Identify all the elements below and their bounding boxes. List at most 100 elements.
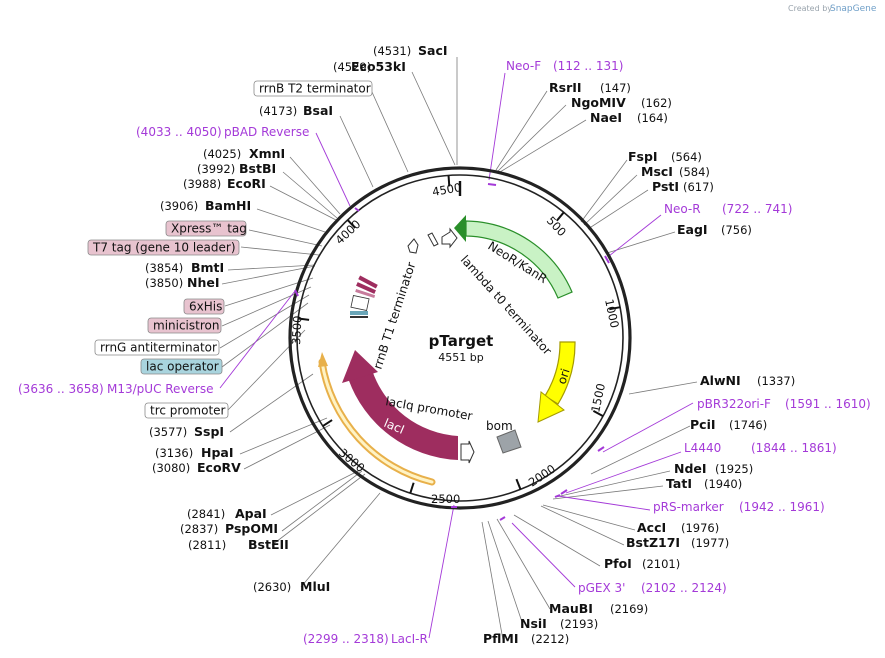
enzyme-site[interactable]: EagI(756) [677, 222, 752, 237]
enzyme-site[interactable]: (2811)BstEII [188, 537, 289, 552]
enzyme-position: (3850) [145, 276, 183, 290]
enzyme-site[interactable]: (3854) BmtI [145, 260, 224, 275]
credit-brand: SnapGene [830, 4, 877, 14]
enzyme-name: AccI [637, 520, 666, 535]
enzyme-site[interactable]: PciI (1746) [690, 417, 767, 432]
enzyme-site[interactable]: MauBI(2169) [549, 601, 648, 616]
enzyme-position: (2841) [187, 507, 225, 521]
tick-4500 [447, 175, 451, 187]
feature-label-box[interactable]: minicistron [147, 317, 222, 334]
primer-site[interactable]: L4440(1844 .. 1861) [684, 441, 837, 455]
enzyme-position: (164) [637, 111, 668, 125]
primer-site[interactable]: M13/pUC Reverse(3636 .. 3658) [18, 382, 214, 396]
primer-site[interactable]: LacI-R(2299 .. 2318) [303, 632, 428, 646]
enzyme-position: (1746) [729, 418, 767, 432]
lambda-t0-arrow[interactable] [441, 227, 458, 249]
primer-site[interactable]: Neo-R(722 .. 741) [664, 202, 792, 216]
enzyme-site[interactable]: (2837)PspOMI [180, 521, 278, 536]
feature-box-label: rrnB T2 terminator [259, 82, 371, 96]
enzyme-position: (4529) [333, 60, 371, 74]
primer-site[interactable]: pBAD Reverse(4033 .. 4050) [136, 125, 309, 139]
enzyme-site[interactable]: NsiI(2193) [520, 616, 598, 631]
enzyme-site[interactable]: (3992)BstBI [197, 161, 276, 176]
enzyme-site[interactable]: TatI(1940) [666, 476, 742, 491]
enzyme-site[interactable]: (3988)EcoRI [183, 176, 266, 191]
enzyme-site[interactable]: (3577)SspI [149, 424, 224, 439]
primer-range: (722 .. 741) [722, 202, 792, 216]
enzyme-site[interactable]: PflMI(2212) [483, 631, 569, 646]
enzyme-name: BsaI [303, 103, 333, 118]
tick-label-500: 500 [544, 213, 569, 239]
tick-2000 [515, 478, 522, 490]
feature-label-box[interactable]: Xpress™ tag [165, 220, 247, 237]
feature-label-box[interactable]: lac operator [140, 358, 223, 375]
enzyme-site[interactable]: (3136)HpaI [155, 445, 234, 460]
enzyme-name: PciI [690, 417, 716, 432]
primer-range: (2299 .. 2318) [303, 632, 389, 646]
enzyme-site[interactable]: FspI(564) [628, 149, 702, 164]
primer-leader-lines [219, 72, 694, 639]
enzyme-site[interactable]: (2841)ApaI [187, 506, 267, 521]
enzyme-site[interactable]: (2630)MluI [253, 579, 330, 594]
primer-site[interactable]: pGEX 3'(2102 .. 2124) [578, 581, 727, 595]
feature-box-bg [165, 220, 247, 237]
enzyme-site[interactable]: (4025)XmnI [203, 146, 285, 161]
enzyme-site[interactable]: MscI(584) [641, 164, 710, 179]
bom-feature[interactable] [496, 429, 522, 454]
rrnb-t2-arrow[interactable] [407, 238, 419, 254]
feature-label-box[interactable]: T7 tag (gene 10 leader) [87, 239, 240, 256]
enzyme-name: XmnI [249, 146, 285, 161]
feature-label-box[interactable]: trc promoter [144, 402, 229, 419]
neor-kanr-feature[interactable] [465, 220, 573, 299]
enzyme-site[interactable]: AlwNI(1337) [700, 373, 795, 388]
plasmid-name: pTarget [429, 332, 494, 350]
tag-cluster[interactable] [350, 275, 378, 318]
feature-box-label: rrnG antiterminator [100, 341, 217, 355]
enzyme-site[interactable]: NdeI(1925) [674, 461, 753, 476]
enzyme-site[interactable]: AccI(1976) [637, 520, 719, 535]
enzyme-position: (3136) [155, 446, 193, 460]
enzyme-name: BmtI [191, 260, 224, 275]
primer-name: M13/pUC Reverse [107, 382, 214, 396]
primer-range: (1591 .. 1610) [785, 397, 871, 411]
enzyme-site[interactable]: PfoI(2101) [604, 556, 680, 571]
enzyme-position: (3854) [145, 261, 183, 275]
feature-label-box[interactable]: 6xHis [183, 298, 225, 315]
enzyme-site[interactable]: (4173)BsaI [259, 103, 333, 118]
feature-box-label: T7 tag (gene 10 leader) [92, 241, 236, 255]
enzyme-site[interactable]: (3850)NheI [145, 275, 220, 290]
enzyme-site[interactable]: RsrII(147) [549, 80, 631, 95]
enzyme-site[interactable]: BstZ17I(1977) [626, 535, 729, 550]
enzyme-name: PstI [652, 179, 679, 194]
primer-site[interactable]: pBR322ori-F(1591 .. 1610) [697, 397, 871, 411]
primer-name: pBAD Reverse [224, 125, 309, 139]
laciq-promoter-feature[interactable] [460, 440, 475, 464]
enzyme-site[interactable]: (3080)EcoRV [152, 460, 241, 475]
primer-site[interactable]: Neo-F(112 .. 131) [506, 59, 623, 73]
enzyme-site[interactable]: NgoMIV(162) [571, 95, 672, 110]
enzyme-site[interactable]: PstI(617) [652, 179, 714, 194]
laci-arrowhead [342, 350, 378, 383]
enzyme-position: (162) [641, 96, 672, 110]
enzyme-site[interactable]: (4529)Eco53kI [333, 59, 406, 74]
primer-mark [560, 489, 568, 495]
tick-label-4500: 4500 [431, 180, 462, 199]
enzyme-position: (1940) [704, 477, 742, 491]
enzyme-position: (584) [679, 165, 710, 179]
enzyme-site[interactable]: (3906)BamHI [160, 198, 251, 213]
feature-label-box[interactable]: rrnG antiterminator [94, 339, 220, 356]
primer-mark [604, 255, 610, 264]
enzyme-site[interactable]: NaeI (164) [590, 110, 668, 125]
enzyme-name: NaeI [590, 110, 622, 125]
tick-3500 [298, 317, 310, 321]
feature-label-box[interactable]: rrnB T2 terminator [253, 80, 373, 97]
enzyme-name: EcoRV [197, 460, 241, 475]
enzyme-name: EcoRI [227, 176, 266, 191]
primer-site[interactable]: pRS-marker(1942 .. 1961) [653, 500, 825, 514]
enzyme-name: NdeI [674, 461, 707, 476]
laci-feature[interactable] [348, 370, 458, 460]
feature-box-bg [253, 80, 373, 97]
enzyme-name: BamHI [205, 198, 251, 213]
enzyme-site[interactable]: (4531)SacI [373, 43, 448, 58]
